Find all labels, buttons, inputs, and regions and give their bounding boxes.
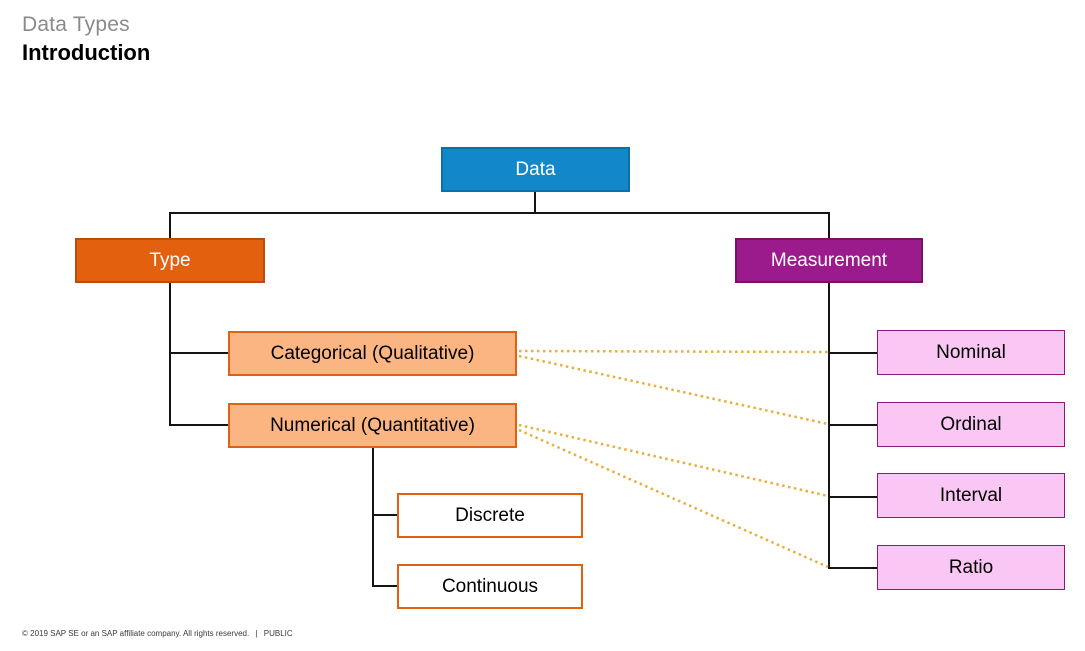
connector-stub-ratio — [828, 567, 877, 569]
node-numerical: Numerical (Quantitative) — [228, 403, 517, 448]
node-continuous: Continuous — [397, 564, 583, 609]
connector-numerical-trunk — [372, 448, 374, 587]
node-data-label: Data — [515, 158, 556, 180]
page-title: Introduction — [22, 40, 151, 65]
node-interval-label: Interval — [939, 484, 1003, 506]
dotted-link-categorical-ordinal — [518, 354, 829, 426]
node-nominal-label: Nominal — [936, 341, 1006, 363]
node-continuous-label: Continuous — [441, 575, 539, 597]
connector-horizontal-bus — [169, 212, 830, 214]
connector-bus-to-measurement — [828, 212, 830, 238]
footer-separator: | — [255, 629, 258, 638]
node-ordinal-label: Ordinal — [940, 413, 1002, 435]
footer-classification: PUBLIC — [263, 629, 293, 638]
connector-stub-nominal — [828, 352, 877, 354]
connector-data-down — [534, 192, 536, 213]
node-discrete-label: Discrete — [455, 504, 525, 526]
connector-stub-numerical — [169, 424, 228, 426]
connector-stub-continuous — [372, 585, 397, 587]
connector-stub-discrete — [372, 514, 397, 516]
slide-subtitle: Data Types — [22, 13, 130, 36]
dotted-link-numerical-interval — [518, 423, 829, 498]
node-measurement: Measurement — [735, 238, 923, 283]
footer-copyright: © 2019 SAP SE or an SAP affiliate compan… — [22, 629, 250, 638]
node-type: Type — [75, 238, 265, 283]
footer: © 2019 SAP SE or an SAP affiliate compan… — [22, 629, 297, 638]
connector-stub-ordinal — [828, 424, 877, 426]
dotted-link-categorical-nominal — [518, 349, 829, 354]
connector-stub-categorical — [169, 352, 228, 354]
node-type-label: Type — [149, 249, 191, 271]
node-categorical: Categorical (Qualitative) — [228, 331, 517, 376]
node-ordinal: Ordinal — [877, 402, 1065, 447]
connector-bus-to-type — [169, 212, 171, 238]
node-data: Data — [441, 147, 630, 192]
node-measurement-label: Measurement — [770, 249, 888, 271]
node-categorical-label: Categorical (Qualitative) — [270, 342, 475, 364]
node-discrete: Discrete — [397, 493, 583, 538]
node-ratio-label: Ratio — [948, 556, 994, 578]
connector-type-trunk — [169, 283, 171, 426]
node-nominal: Nominal — [877, 330, 1065, 375]
node-interval: Interval — [877, 473, 1065, 518]
node-ratio: Ratio — [877, 545, 1065, 590]
node-numerical-label: Numerical (Quantitative) — [270, 414, 475, 436]
connector-stub-interval — [828, 496, 877, 498]
